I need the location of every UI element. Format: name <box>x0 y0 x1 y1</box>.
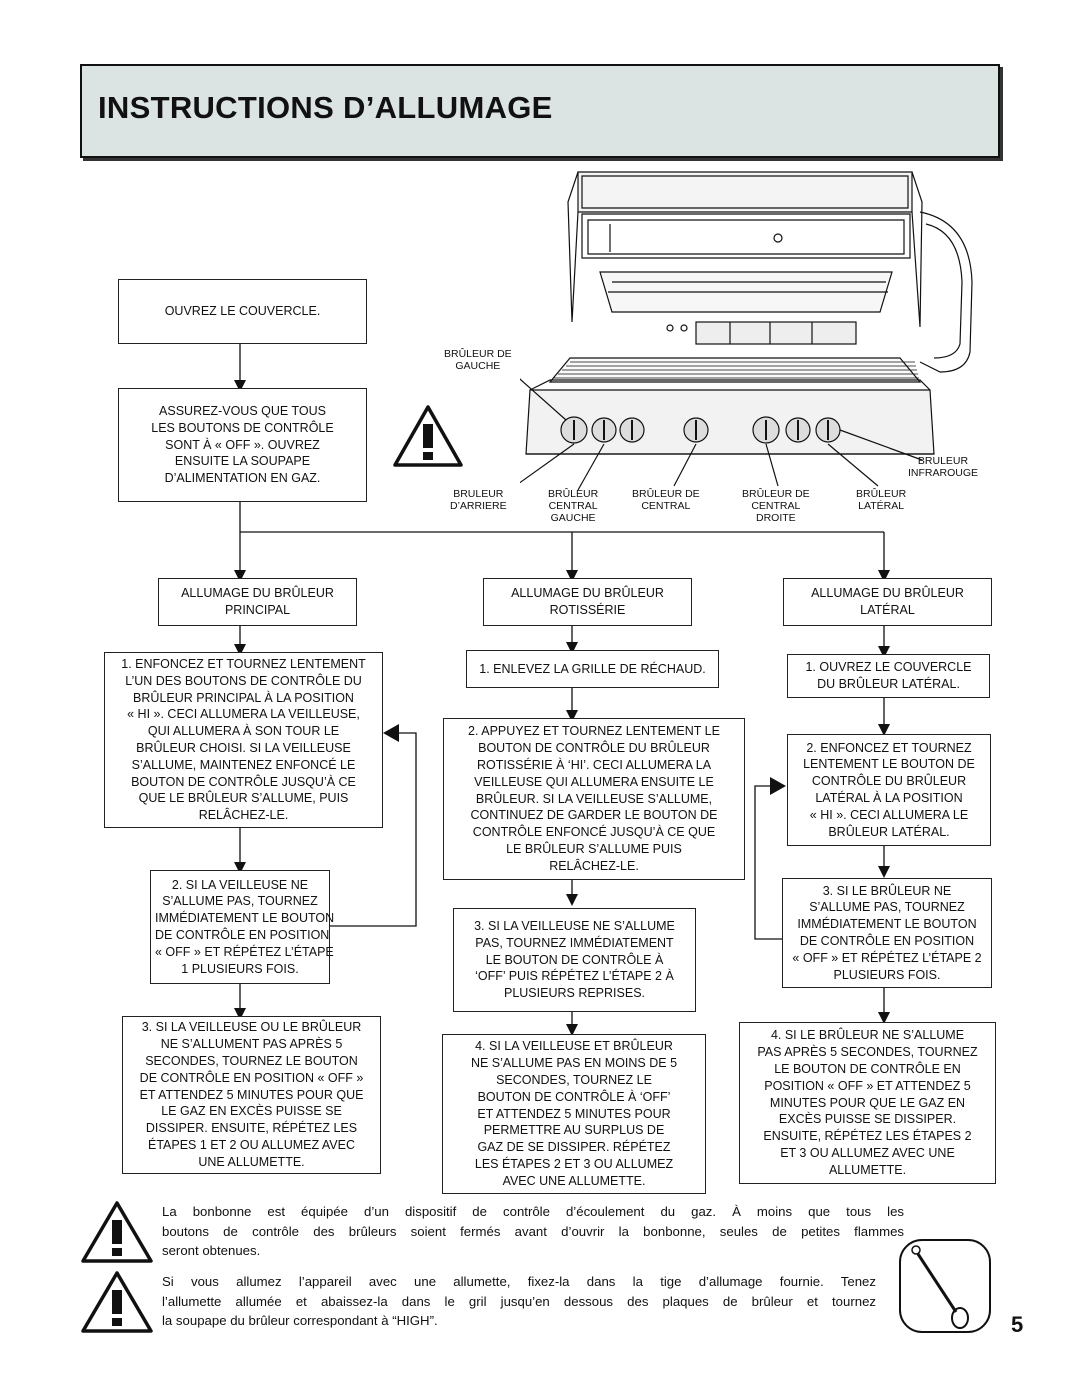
page-title: INSTRUCTIONS D’ALLUMAGE <box>98 90 553 125</box>
grill-illustration <box>520 171 973 491</box>
page-header: INSTRUCTIONS D’ALLUMAGE <box>80 64 1000 158</box>
warning-icon <box>393 405 463 467</box>
lighting-rod-icon <box>899 1239 991 1333</box>
open-lid-box: OUVREZ LE COUVERCLE. <box>118 279 367 344</box>
page-number: 5 <box>1011 1312 1024 1337</box>
warning-icon <box>81 1201 153 1263</box>
note-gas-flow: La bonbonne est équipée d’un dispositif … <box>162 1204 904 1258</box>
note-match-lighting: Si vous allumez l’appareil avec une allu… <box>162 1274 876 1328</box>
rotisserie-step1-box: 1. ENLEVEZ LA GRILLE DE RÉCHAUD. <box>466 650 719 688</box>
warning-icon <box>81 1271 153 1333</box>
